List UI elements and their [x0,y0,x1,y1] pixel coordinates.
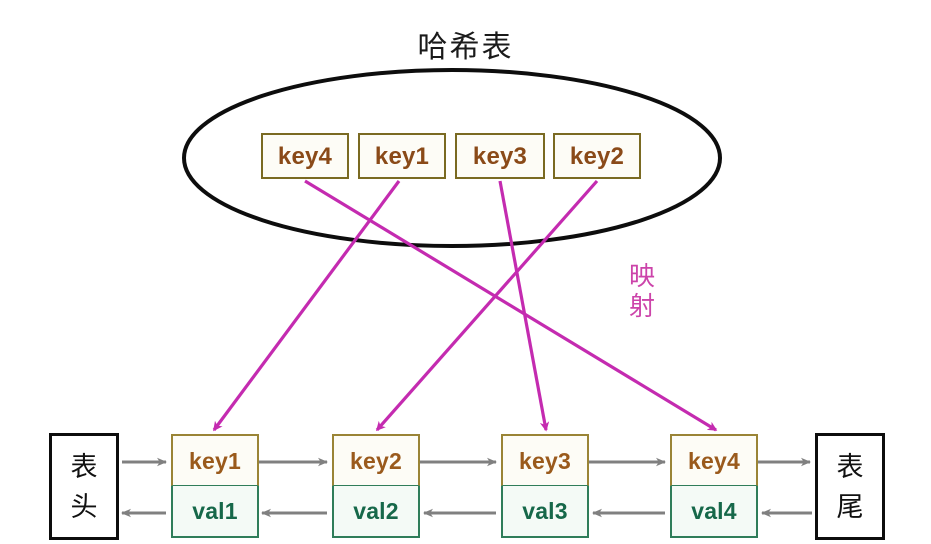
mapping-arrow-key1 [212,180,401,432]
list-node-2-val[interactable]: val2 [332,486,420,538]
mapping-arrow-key3 [498,180,550,432]
list-node-2-key[interactable]: key2 [332,434,420,486]
list-node-4-key[interactable]: key4 [670,434,758,486]
list-tail-label-line1: 表 [836,452,864,483]
list-node-3[interactable]: key3 val3 [501,434,589,538]
hash-key-chip-key4[interactable]: key4 [261,133,349,179]
list-node-3-val[interactable]: val3 [501,486,589,538]
mapping-label-line2: 射 [628,292,655,322]
hash-table-title: 哈希表 [417,30,514,65]
hash-key-chip-key1[interactable]: key1 [358,133,446,179]
mapping-arrow-key2 [375,179,599,432]
list-node-4[interactable]: key4 val4 [670,434,758,538]
list-tail-box[interactable]: 表 尾 [815,433,885,540]
list-node-1-val[interactable]: val1 [171,486,259,538]
mapping-arrow-key4 [304,179,718,432]
mapping-arrows [212,179,718,432]
list-node-1[interactable]: key1 val1 [171,434,259,538]
hash-key-chip-key2[interactable]: key2 [553,133,641,179]
hash-key-chip-key3[interactable]: key3 [455,133,545,179]
list-node-1-key[interactable]: key1 [171,434,259,486]
list-head-label-line1: 表 [70,452,98,483]
list-head-box[interactable]: 表 头 [49,433,119,540]
list-tail-label-line2: 尾 [836,492,864,523]
list-node-2[interactable]: key2 val2 [332,434,420,538]
list-node-3-key[interactable]: key3 [501,434,589,486]
list-head-label-line2: 头 [70,492,98,523]
hash-table-ellipse [182,68,722,248]
mapping-label-line1: 映 [628,262,655,292]
list-node-4-val[interactable]: val4 [670,486,758,538]
mapping-label: 映 射 [622,262,662,322]
